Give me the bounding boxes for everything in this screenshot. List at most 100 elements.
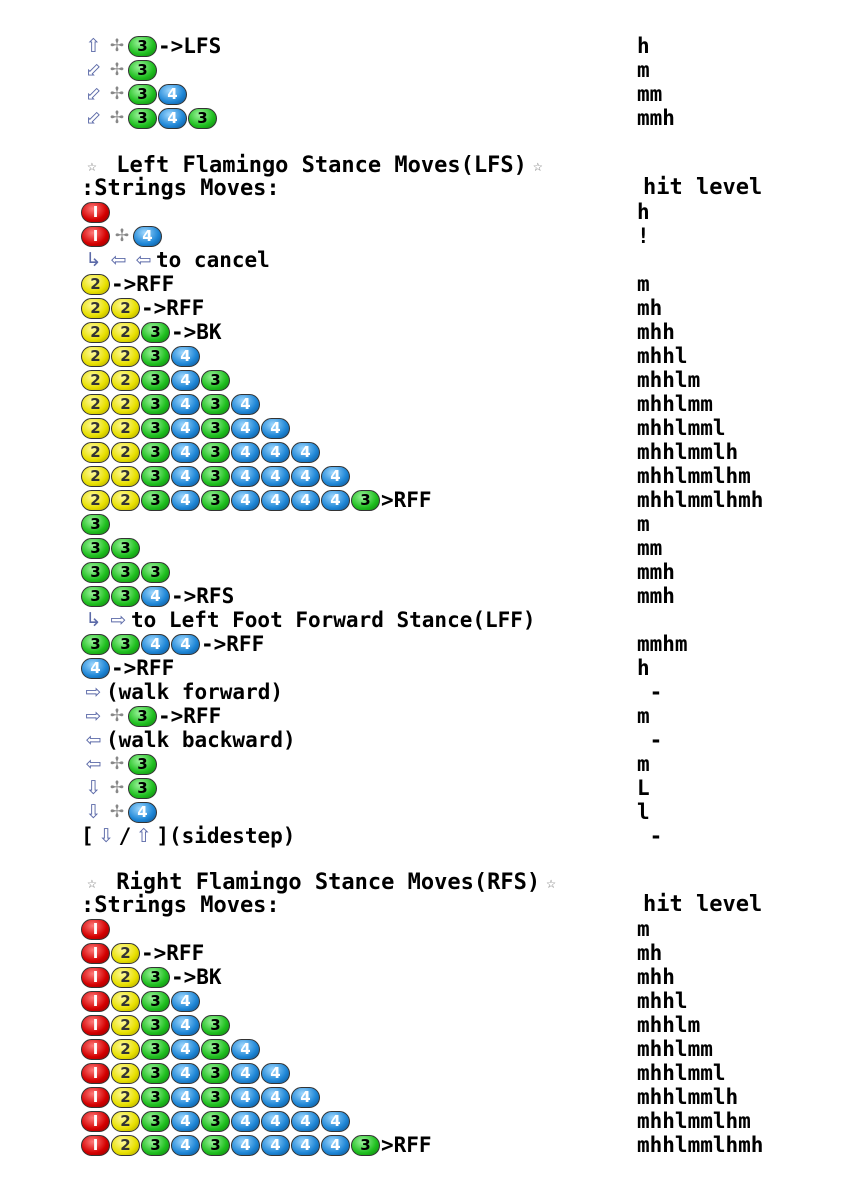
move-notation: ⇨✢3->RFF	[81, 704, 222, 728]
button-1-icon: I	[81, 1062, 110, 1084]
button-3-icon: 3	[351, 489, 380, 511]
button-4-icon: 4	[261, 489, 290, 511]
move-row: 2->RFF m	[81, 272, 821, 296]
button-4-icon: 4	[171, 633, 200, 655]
button-2-icon: 2	[81, 441, 110, 463]
button-3-icon: 3	[351, 1134, 380, 1156]
move-row: ⇨(walk forward) -	[81, 680, 821, 704]
header-moves: :Strings Moves:	[81, 175, 280, 201]
move-notation: I	[81, 200, 111, 224]
button-2-icon: 2	[81, 369, 110, 391]
button-2-icon: 2	[111, 1014, 140, 1036]
move-text: ->RFF	[111, 272, 175, 296]
button-4-icon: 4	[171, 1110, 200, 1132]
button-4-icon: 4	[158, 83, 187, 105]
button-4-icon: 4	[291, 1086, 320, 1108]
hit-level: mhhlmm	[637, 1037, 713, 1061]
button-1-icon: I	[81, 1110, 110, 1132]
button-2-icon: 2	[111, 489, 140, 511]
button-3-icon: 3	[201, 1110, 230, 1132]
plus-icon: ✢	[109, 802, 125, 822]
hit-level: h	[637, 34, 650, 58]
hit-level: mhhlmmlhmh	[637, 1133, 764, 1157]
button-2-icon: 2	[111, 321, 140, 343]
section-title-text: Left Flamingo Stance Moves(LFS)	[103, 152, 527, 178]
button-1-icon: I	[81, 1134, 110, 1156]
hit-level: h	[637, 656, 650, 680]
button-4-icon: 4	[231, 1038, 260, 1060]
arrow-down-icon: ⇩	[85, 801, 102, 823]
button-2-icon: 2	[111, 1110, 140, 1132]
button-3-icon: 3	[141, 1038, 170, 1060]
button-1-icon: I	[81, 1038, 110, 1060]
button-3-icon: 3	[201, 441, 230, 463]
button-4-icon: 4	[261, 1134, 290, 1156]
hit-level: -	[637, 728, 663, 752]
hit-level: mh	[637, 941, 663, 965]
button-4-icon: 4	[171, 1086, 200, 1108]
return-arrow-icon: ↳	[85, 249, 102, 271]
button-3-icon: 3	[141, 1086, 170, 1108]
arrow-back-icon: ⇦	[85, 729, 102, 751]
button-4-icon: 4	[231, 1110, 260, 1132]
button-3-icon: 3	[141, 561, 170, 583]
button-3-icon: 3	[81, 537, 110, 559]
move-notation: ⇦(walk backward)	[81, 728, 296, 752]
move-text: ](sidestep)	[156, 824, 296, 848]
button-4-icon: 4	[171, 1038, 200, 1060]
button-3-icon: 3	[201, 1014, 230, 1036]
button-4-icon: 4	[231, 441, 260, 463]
column-header: :Strings Moves:hit level	[81, 175, 821, 201]
button-3-icon: 3	[141, 417, 170, 439]
button-4-icon: 4	[231, 1062, 260, 1084]
button-4-icon: 4	[291, 441, 320, 463]
plus-icon: ✢	[109, 60, 125, 80]
button-4-icon: 4	[171, 465, 200, 487]
button-1-icon: I	[81, 966, 110, 988]
button-3-icon: 3	[188, 107, 217, 129]
hit-level: m	[637, 272, 650, 296]
move-notation: I✢4	[81, 224, 163, 248]
move-text: /	[118, 824, 132, 848]
button-4-icon: 4	[171, 345, 200, 367]
button-3-icon: 3	[201, 465, 230, 487]
button-3-icon: 3	[141, 1110, 170, 1132]
star-icon: ☆	[87, 155, 97, 175]
button-3-icon: 3	[111, 633, 140, 655]
button-2-icon: 2	[81, 273, 110, 295]
move-notation: I	[81, 917, 111, 941]
hit-level: mh	[637, 296, 663, 320]
arrow-forward-icon: ⇨	[110, 609, 127, 631]
button-4-icon: 4	[261, 1062, 290, 1084]
hit-level: mhhlmmlh	[637, 1085, 739, 1109]
button-2-icon: 2	[81, 297, 110, 319]
arrow-back-icon: ⇦	[85, 753, 102, 775]
hit-level: mmhm	[637, 632, 688, 656]
move-notation: ⇨(walk forward)	[81, 680, 283, 704]
move-text: ->RFF	[201, 632, 265, 656]
hit-level: m	[637, 752, 650, 776]
hit-level: mhhlm	[637, 368, 701, 392]
button-4-icon: 4	[321, 1134, 350, 1156]
move-text: ->RFF	[141, 941, 205, 965]
column-header: :Strings Moves:hit level	[81, 893, 821, 918]
button-4-icon: 4	[171, 1134, 200, 1156]
move-text: ->RFF	[158, 704, 222, 728]
plus-icon: ✢	[114, 226, 130, 246]
move-text: ->RFF	[111, 656, 175, 680]
